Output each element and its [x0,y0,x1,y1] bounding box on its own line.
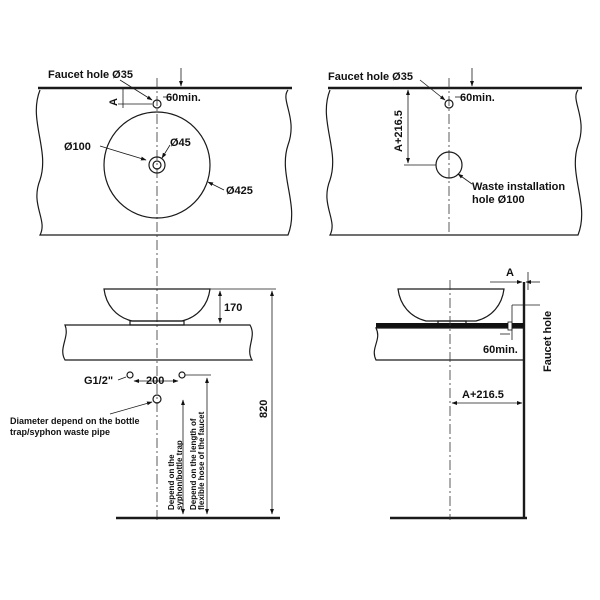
dia425-leader [207,181,225,191]
waste-leader [457,173,473,185]
faucet-leader-right [419,79,446,101]
top-right-hole-layout: Faucet hole Ø35 A+216.5 60min. Waste ins… [325,68,583,236]
dim-60-side-label: 60min. [483,344,518,356]
top-left-plan-view: Faucet hole Ø35 A 60min. Ø100 Ø45 Ø425 [35,68,293,520]
dia45-label: Ø45 [170,137,191,149]
dia100-leader [99,145,147,161]
note-line1: Diameter depend on the bottle [10,416,140,426]
faucet-hole-label-left: Faucet hole Ø35 [48,69,133,81]
valve-right [178,371,186,379]
dim-a216-side-label: A+216.5 [462,389,504,401]
dim-a-side-label: A [506,267,514,279]
waste-outlet [152,394,162,404]
vert-hose-line2: flexible hose of the faucet [197,411,206,510]
waste-inner-circle [152,160,162,170]
vert-syphon-line1: Depend on the [167,454,176,510]
counter-outline-left [35,89,293,236]
faucet-hole-label-right: Faucet hole Ø35 [328,71,413,83]
faucet-hole-circle-right [444,99,454,109]
thread-leader [117,376,127,381]
counter-slab-left [62,324,254,361]
waste-label-line2: hole Ø100 [472,194,525,206]
dim-60-label-right: 60min. [460,92,495,104]
dia100-label: Ø100 [64,141,91,153]
dim-820-label: 820 [258,400,270,418]
dim-60-label-left: 60min. [166,92,201,104]
faucet-leader-left [119,79,153,101]
basin-outer-circle [103,111,211,219]
note-leader [109,401,153,415]
vert-hose-line1: Depend on the length of [189,418,198,510]
valve-left [126,371,134,379]
dim-a-label: A [108,98,120,106]
note-line2: trap/syphon waste pipe [10,427,110,437]
waste-outer-circle [148,156,166,174]
dia45-leader [161,144,171,159]
waste-label-line1: Waste installation [472,181,565,193]
faucet-slot [507,321,513,331]
faucet-hole-circle [152,99,162,109]
dim-a216-label-top: A+216.5 [393,110,405,152]
bottom-right-side-elevation: A Faucet hole 60min. A+216.5 [373,267,554,520]
counter-outline-right [325,89,583,236]
bottom-left-front-elevation: 170 820 200 G1/2" Diameter depend on the… [10,288,280,520]
vert-syphon-line2: syphon/bottle trap [175,440,184,510]
faucet-hole-vertical-label: Faucet hole [542,311,554,372]
counter-slab-right [373,327,525,361]
bowl-profile-right [397,288,505,322]
dim-200-label: 200 [146,375,164,387]
dia425-label: Ø425 [226,185,253,197]
dim-170-label: 170 [224,302,242,314]
thread-label: G1/2" [84,375,113,387]
